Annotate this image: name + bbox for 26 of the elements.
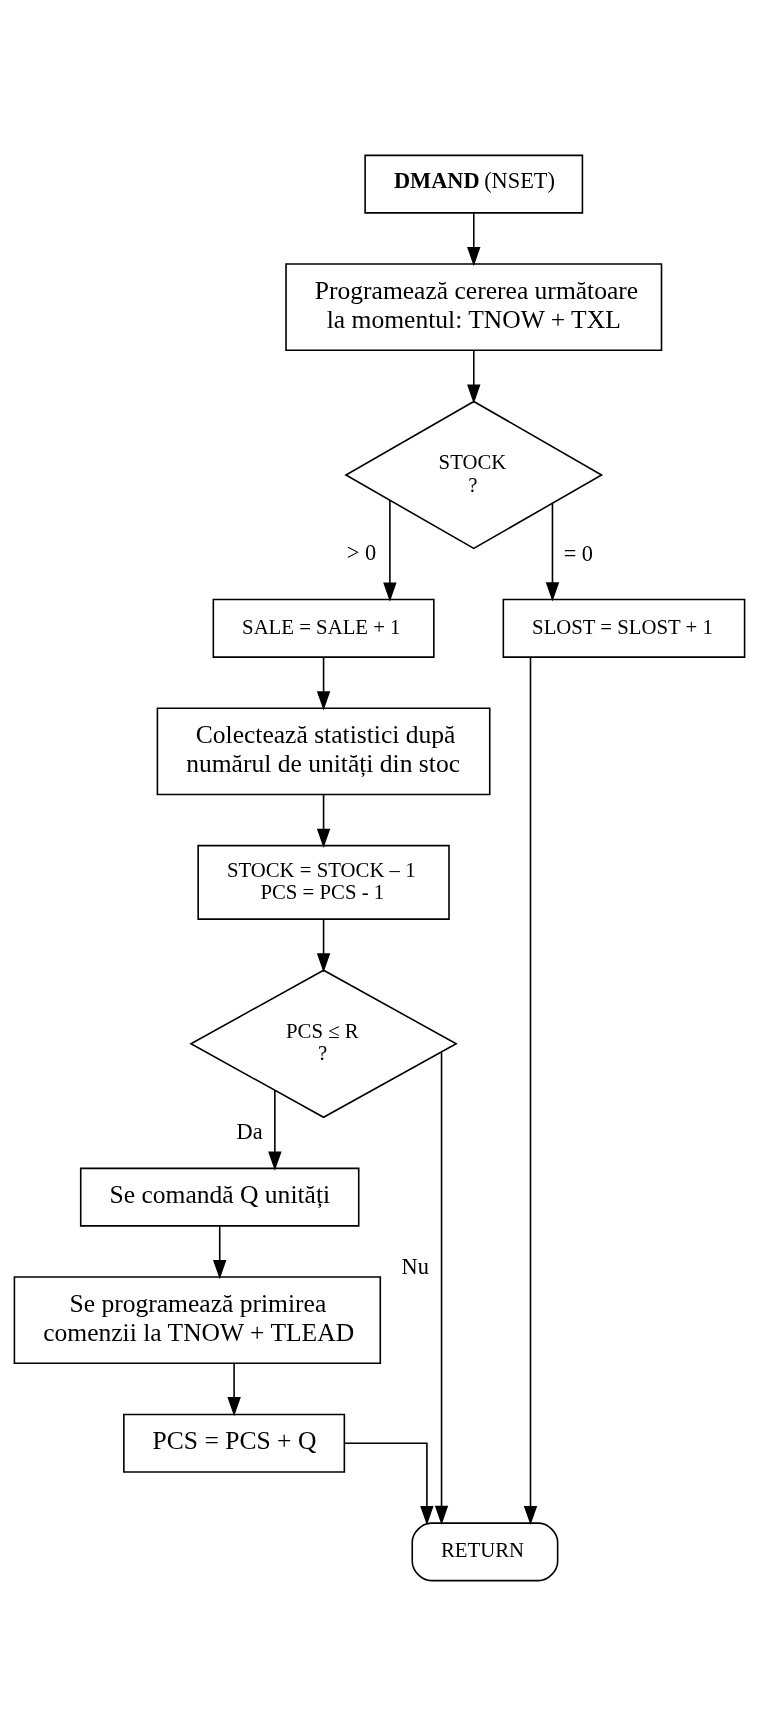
edge-label: Nu [401, 1253, 429, 1279]
arrow [316, 656, 331, 710]
arrow [268, 1089, 282, 1171]
arrow [227, 1362, 241, 1416]
arrow [523, 656, 538, 1525]
node-box: DMAND (NSET) [364, 154, 584, 214]
arrow [316, 918, 331, 972]
node-box: PCS = PCS + Q [123, 1413, 346, 1473]
arrow [434, 1051, 449, 1525]
arrow [343, 1441, 434, 1525]
node-box: Colectează statistici după numărul de unități din stoc [156, 706, 491, 795]
node-diamond: PCS ≤ R ? [189, 968, 458, 1118]
arrow [316, 793, 331, 848]
node-box: RETURN [411, 1521, 559, 1581]
node-box: SALE = SALE + 1 [212, 598, 435, 658]
edge-label: Da [236, 1118, 263, 1144]
arrow [383, 498, 397, 602]
node-box: Se comandă Q unități [79, 1167, 360, 1227]
node-box: STOCK = STOCK – 1 PCS = PCS - 1 [197, 844, 450, 920]
arrow [213, 1225, 227, 1279]
node-box: SLOST = SLOST + 1 [502, 598, 746, 658]
node-box: Se programează primirea comenzii la TNOW + TLEAD [13, 1275, 382, 1364]
arrow [467, 349, 481, 404]
arrow [545, 502, 560, 601]
arrow [467, 212, 481, 266]
node-box: Programează cererea următoare la momentul: TNOW + TXL [285, 262, 663, 351]
